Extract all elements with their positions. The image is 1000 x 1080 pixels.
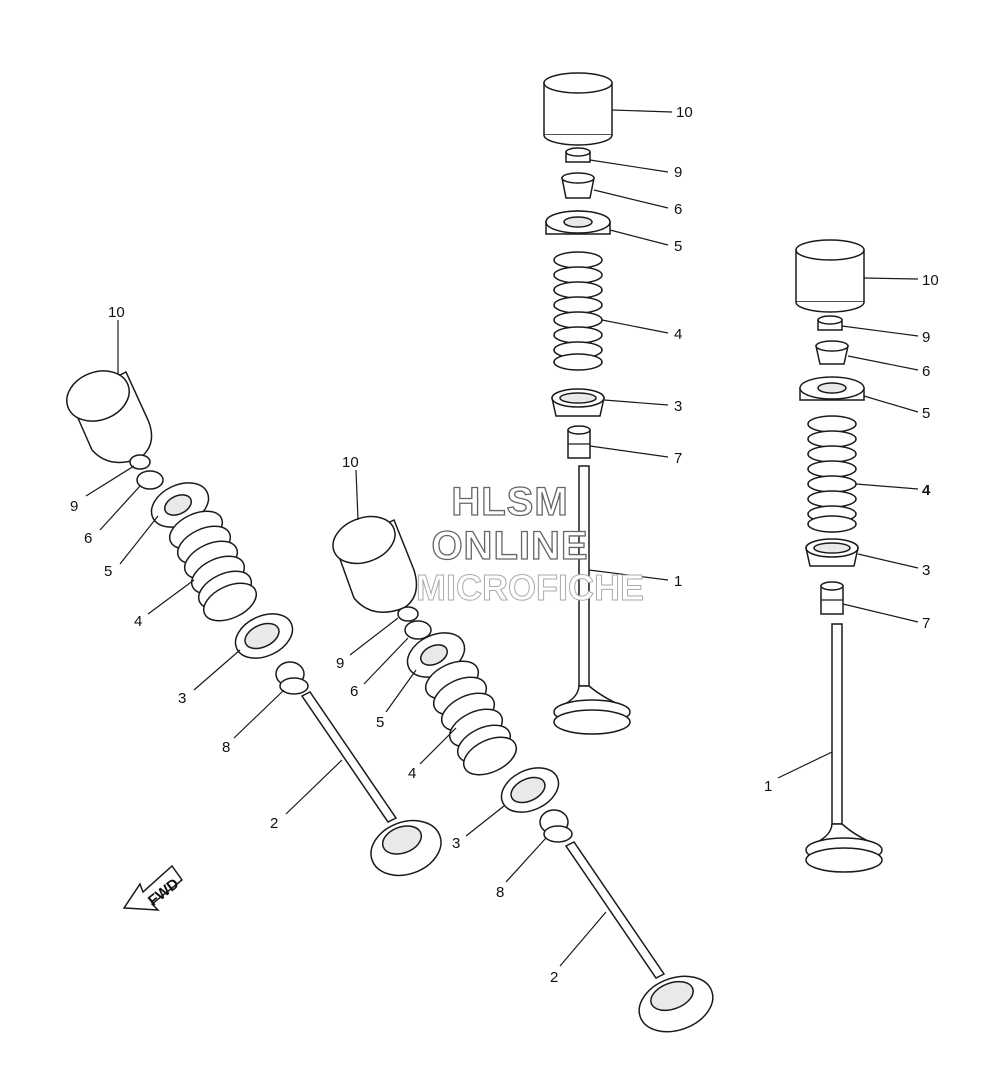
valve-stem-seal [275,661,309,695]
callout-5: 5 [674,238,682,255]
valve-spring [807,415,857,533]
callout-3: 3 [922,562,930,579]
valve-cotter [136,470,164,490]
callout-5: 5 [922,405,930,422]
callout-9: 9 [70,498,78,515]
callout-2: 2 [550,969,558,986]
assembly-center-left: 10 9 6 5 4 3 8 2 [332,454,714,1033]
callout-4: 4 [134,613,142,630]
valve-cotter [815,340,849,365]
callout-7: 7 [922,615,930,632]
spring-seat [551,388,605,417]
callout-4: 4 [408,765,416,782]
callout-9: 9 [674,164,682,181]
callout-6: 6 [350,683,358,700]
valve-shim [817,315,843,331]
valve-lifter [795,239,865,313]
callout-5: 5 [376,714,384,731]
callout-8: 8 [496,884,504,901]
callout-7: 7 [674,450,682,467]
callout-5: 5 [104,563,112,580]
valve-lifter [66,370,153,464]
assembly-right: 10 9 6 5 4 3 7 1 [764,239,939,873]
valve-spring [168,510,258,622]
spring-seat [805,538,859,567]
valve-shim [565,147,591,163]
valve-lifter [543,72,613,146]
callout-2: 2 [270,815,278,832]
callout-3: 3 [452,835,460,852]
valve-cotter [561,172,595,199]
callout-6: 6 [922,363,930,380]
spring-retainer [545,210,611,235]
valve-spring [424,660,518,776]
callout-1: 1 [764,778,772,795]
valve-cotter [404,620,432,640]
valve-stem-seal [820,581,844,615]
valve [300,691,442,877]
valve [805,623,883,873]
spring-seat [234,613,294,659]
callout-10: 10 [922,272,939,289]
callout-10: 10 [676,104,693,121]
valve-lifter [332,515,418,613]
assembly-left: 10 9 6 5 4 3 8 2 [66,304,442,877]
callout-10: 10 [108,304,125,321]
valve-shim [129,454,151,470]
callout-3: 3 [674,398,682,415]
spring-retainer [799,376,865,401]
callout-8: 8 [222,739,230,756]
callout-9: 9 [922,329,930,346]
valve-stem-seal [567,425,591,459]
callout-10: 10 [342,454,359,471]
fwd-direction-arrow: FWD [122,864,184,911]
callout-1: 1 [674,573,682,590]
valve-shim [397,606,419,622]
assembly-center-right: 10 9 6 5 4 3 7 1 [543,72,693,735]
valve-stem-seal [539,809,573,843]
callout-6: 6 [674,201,682,218]
valve [553,465,631,735]
valve-spring [553,251,603,371]
spring-seat [500,767,560,813]
callout-9: 9 [336,655,344,672]
valve [564,841,714,1033]
callout-3: 3 [178,690,186,707]
callout-6: 6 [84,530,92,547]
callout-4: 4 [922,482,931,499]
callout-4: 4 [674,326,682,343]
